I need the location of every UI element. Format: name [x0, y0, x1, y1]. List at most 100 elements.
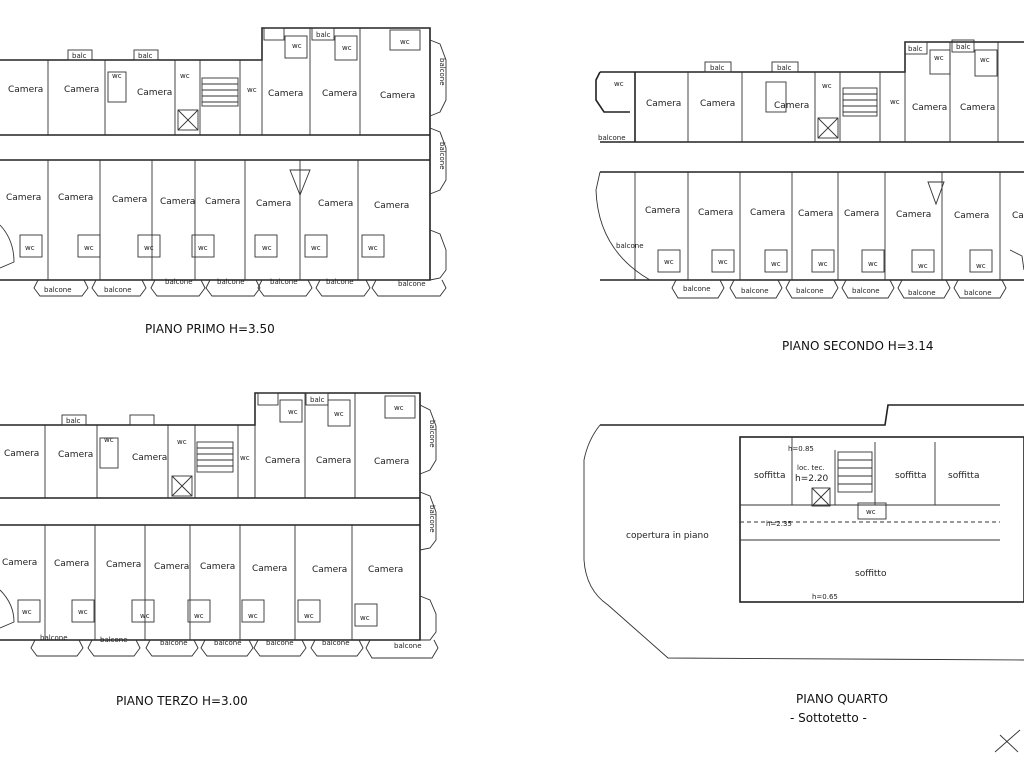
room-label: wc	[25, 244, 35, 252]
room-label: balcone	[438, 58, 446, 86]
room-label: soffitta	[948, 471, 979, 481]
title-piano-quarto: PIANO QUARTO	[796, 692, 888, 706]
room-label: wc	[104, 436, 114, 444]
room-label: Camera	[646, 99, 681, 109]
room-label: h=2.20	[795, 474, 829, 484]
plan-quarto-labels: copertura in piano soffitta soffitta sof…	[626, 445, 979, 725]
plan-primo-labels: Camera Camera Camera Camera Camera Camer…	[6, 31, 446, 336]
room-label: balcone	[964, 289, 992, 297]
room-label: Camera	[64, 85, 99, 95]
room-label: Camera	[200, 562, 235, 572]
room-label: Camera	[2, 558, 37, 568]
room-label: Camera	[58, 450, 93, 460]
room-label: balcone	[266, 639, 294, 647]
room-label: wc	[918, 262, 928, 270]
room-label: Camera	[750, 208, 785, 218]
room-label: Camera	[4, 449, 39, 459]
room-label: wc	[84, 244, 94, 252]
room-label: balcone	[322, 639, 350, 647]
room-label: wc	[890, 98, 900, 106]
room-label: balc	[66, 417, 81, 425]
room-label: Camera	[774, 101, 809, 111]
room-label: balcone	[160, 639, 188, 647]
room-label: soffitto	[855, 569, 887, 579]
room-label: Camera	[368, 565, 403, 575]
room-label: h=0.85	[788, 445, 814, 453]
subtitle-sottotetto: - Sottotetto -	[790, 711, 867, 725]
room-label: Camera	[205, 197, 240, 207]
room-label: balcone	[428, 420, 436, 448]
room-label: Camera	[265, 456, 300, 466]
title-piano-primo: PIANO PRIMO H=3.50	[145, 322, 275, 336]
room-label: Camera	[8, 85, 43, 95]
room-label: balc	[908, 45, 923, 53]
room-label: wc	[334, 410, 344, 418]
room-label: wc	[288, 408, 298, 416]
room-label: wc	[976, 262, 986, 270]
room-label: Camera	[112, 195, 147, 205]
room-label: balcone	[326, 278, 354, 286]
room-label: balcone	[104, 286, 132, 294]
room-label: copertura in piano	[626, 531, 709, 541]
room-label: Camera	[844, 209, 879, 219]
room-label: wc	[934, 54, 944, 62]
room-label: wc	[247, 86, 257, 94]
room-label: Camera	[268, 89, 303, 99]
room-label: Camera	[380, 91, 415, 101]
plan-primo	[0, 27, 447, 297]
room-label: balcone	[40, 634, 68, 642]
room-label: balc	[310, 396, 325, 404]
room-label: balcone	[852, 287, 880, 295]
room-label: wc	[818, 260, 828, 268]
room-label: wc	[180, 72, 190, 80]
room-label: Camera	[6, 193, 41, 203]
room-label: Camera	[106, 560, 141, 570]
room-label: balcone	[616, 242, 644, 250]
room-label: balc	[710, 64, 725, 72]
room-label: wc	[22, 608, 32, 616]
room-label: balcone	[100, 636, 128, 644]
room-label: wc	[240, 454, 250, 462]
room-label: wc	[980, 56, 990, 64]
room-label: Camera	[374, 201, 409, 211]
room-label: wc	[822, 82, 832, 90]
room-label: wc	[311, 244, 321, 252]
room-label: wc	[304, 612, 314, 620]
room-label: Camera	[137, 88, 172, 98]
room-label: balcone	[796, 287, 824, 295]
room-label: wc	[360, 614, 370, 622]
room-label: balcone	[398, 280, 426, 288]
room-label: Camera	[318, 199, 353, 209]
room-label: Camera	[698, 208, 733, 218]
room-label: balc	[777, 64, 792, 72]
room-label: Camera	[54, 559, 89, 569]
plan-terzo-labels: Camera Camera Camera Camera Camera Camer…	[2, 396, 436, 708]
room-label: balcone	[741, 287, 769, 295]
room-label: balcone	[214, 639, 242, 647]
room-label: wc	[248, 612, 258, 620]
room-label: wc	[718, 258, 728, 266]
room-label: Camera	[912, 103, 947, 113]
room-label: wc	[664, 258, 674, 266]
room-label: wc	[868, 260, 878, 268]
room-label: Camera	[322, 89, 357, 99]
room-label: balc	[72, 52, 87, 60]
plan-secondo	[595, 39, 1024, 299]
room-label: loc. tec.	[797, 464, 825, 472]
room-label: Camera	[132, 453, 167, 463]
plan-terzo	[0, 392, 439, 659]
room-label: wc	[368, 244, 378, 252]
room-label: wc	[144, 244, 154, 252]
room-label: wc	[177, 438, 187, 446]
room-label: Camera	[960, 103, 995, 113]
room-label: Camera	[700, 99, 735, 109]
room-label: wc	[866, 508, 876, 516]
room-label: balcone	[598, 134, 626, 142]
room-label: wc	[292, 42, 302, 50]
room-label: soffitta	[754, 471, 785, 481]
room-label: Camera	[256, 199, 291, 209]
room-label: balcone	[908, 289, 936, 297]
room-label: Camera	[252, 564, 287, 574]
plan-quarto	[583, 404, 1024, 661]
room-label: Camera	[798, 209, 833, 219]
